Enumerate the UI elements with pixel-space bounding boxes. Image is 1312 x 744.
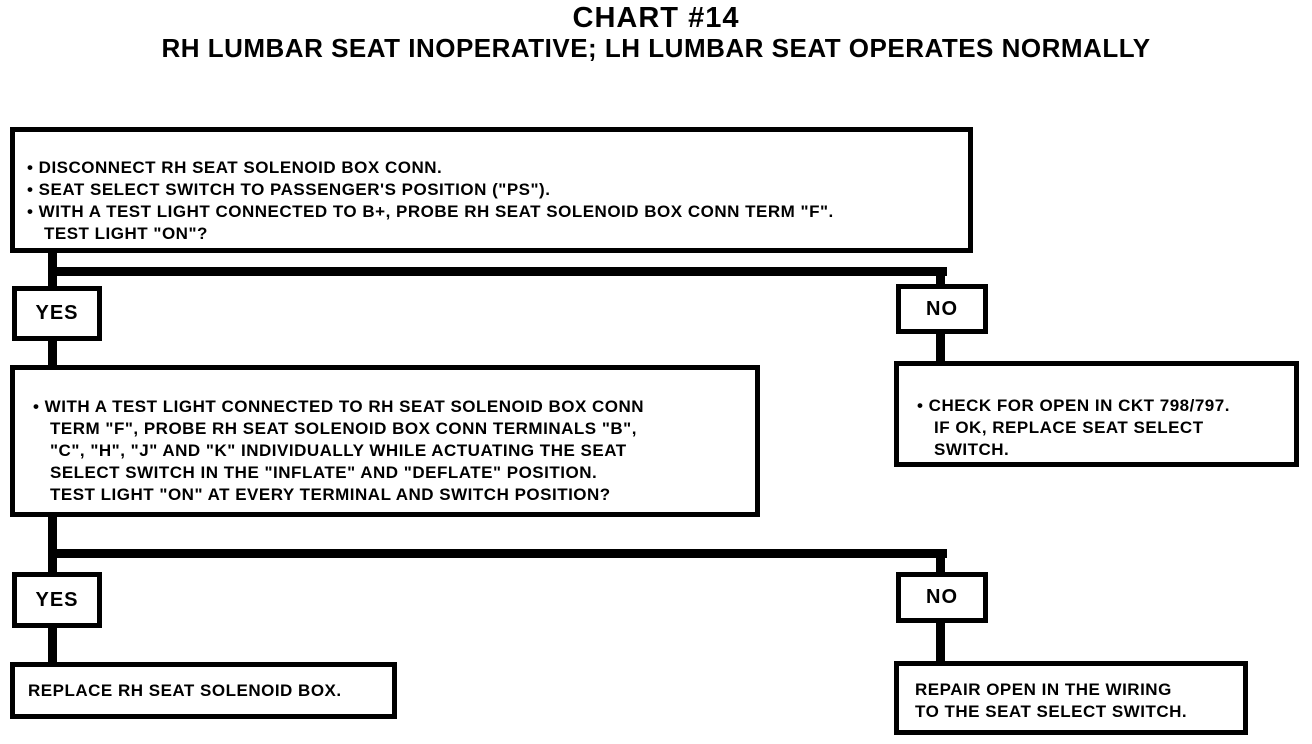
connector-branch1-hbar [48,267,947,276]
no-label-box-1: NO [896,284,988,334]
connector-branch2-hbar [48,549,947,558]
question-box-1: • DISCONNECT RH SEAT SOLENOID BOX CONN. … [10,127,973,253]
chart-title: CHART #14 [572,2,740,34]
question-box-2: • WITH A TEST LIGHT CONNECTED TO RH SEAT… [10,365,760,517]
question2-line: TEST LIGHT "ON" AT EVERY TERMINAL AND SW… [50,485,611,504]
result-box-yes2: REPLACE RH SEAT SOLENOID BOX. [10,662,397,719]
no-label-box-2: NO [896,572,988,623]
connector-yes1-to-q2 [48,338,57,367]
question2-line: "C", "H", "J" AND "K" INDIVIDUALLY WHILE… [50,441,627,460]
question2-line: SELECT SWITCH IN THE "INFLATE" AND "DEFL… [50,463,598,482]
yes-label-box-2: YES [12,572,102,628]
connector-no2-to-result [936,620,945,663]
result-yes2-line: REPLACE RH SEAT SOLENOID BOX. [28,680,342,700]
connector-yes2-to-result [48,625,57,664]
connector-branch2-to-no [936,549,945,574]
result-no1-line: IF OK, REPLACE SEAT SELECT [934,418,1204,437]
question2-line: • WITH A TEST LIGHT CONNECTED TO RH SEAT… [33,397,645,416]
question1-line: • WITH A TEST LIGHT CONNECTED TO B+, PRO… [27,202,834,221]
result-box-no1: • CHECK FOR OPEN IN CKT 798/797. IF OK, … [894,361,1299,467]
connector-no1-to-result [936,331,945,363]
connector-q2-down [48,515,57,574]
result-no2-line: TO THE SEAT SELECT SWITCH. [915,702,1188,721]
question1-line: TEST LIGHT "ON"? [44,224,208,243]
question1-line: • DISCONNECT RH SEAT SOLENOID BOX CONN. [27,158,443,177]
result-no2-line: REPAIR OPEN IN THE WIRING [915,680,1172,699]
result-box-no2: REPAIR OPEN IN THE WIRING TO THE SEAT SE… [894,661,1248,735]
question2-line: TERM "F", PROBE RH SEAT SOLENOID BOX CON… [50,419,637,438]
chart-subtitle: RH LUMBAR SEAT INOPERATIVE; LH LUMBAR SE… [161,33,1151,63]
result-no1-line: SWITCH. [934,440,1010,459]
question1-line: • SEAT SELECT SWITCH TO PASSENGER'S POSI… [27,180,551,199]
connector-branch1-to-no [936,267,945,286]
result-no1-line: • CHECK FOR OPEN IN CKT 798/797. [917,396,1230,415]
yes-label-box-1: YES [12,286,102,341]
